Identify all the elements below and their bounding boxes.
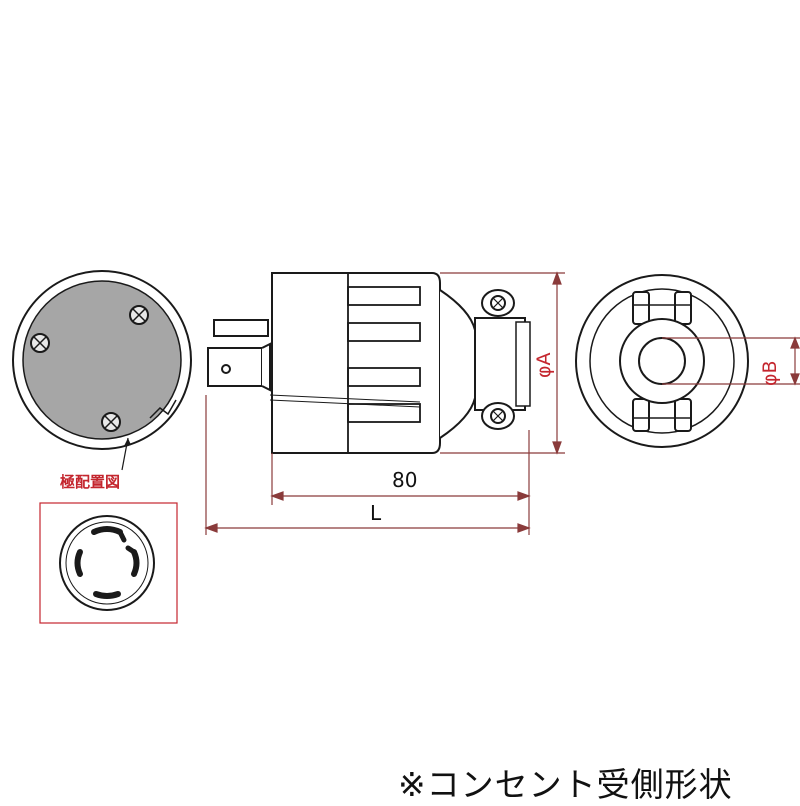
receptacle-shape-box [39, 502, 178, 624]
dim-phiB-label: φB [759, 360, 781, 386]
screw-icon [129, 305, 149, 325]
dimension-phiB [662, 336, 800, 386]
side-view [207, 272, 531, 454]
screw-icon [101, 412, 121, 432]
dimension-phiA [440, 271, 565, 455]
footnote-receptacle-shape: ※コンセント受側形状 [398, 765, 733, 804]
dimension-L [204, 395, 531, 535]
dimension-80 [270, 430, 531, 505]
dim-phiA-label: φA [533, 352, 555, 378]
screw-icon [30, 333, 50, 353]
front-face-view [12, 270, 192, 471]
screw-icon [481, 289, 515, 317]
screw-icon [481, 402, 515, 430]
dim-80-label: 80 [392, 468, 417, 492]
dim-L-label: L [370, 501, 382, 525]
pole-layout-label: 極配置図 [59, 473, 120, 491]
rear-view [575, 274, 749, 448]
